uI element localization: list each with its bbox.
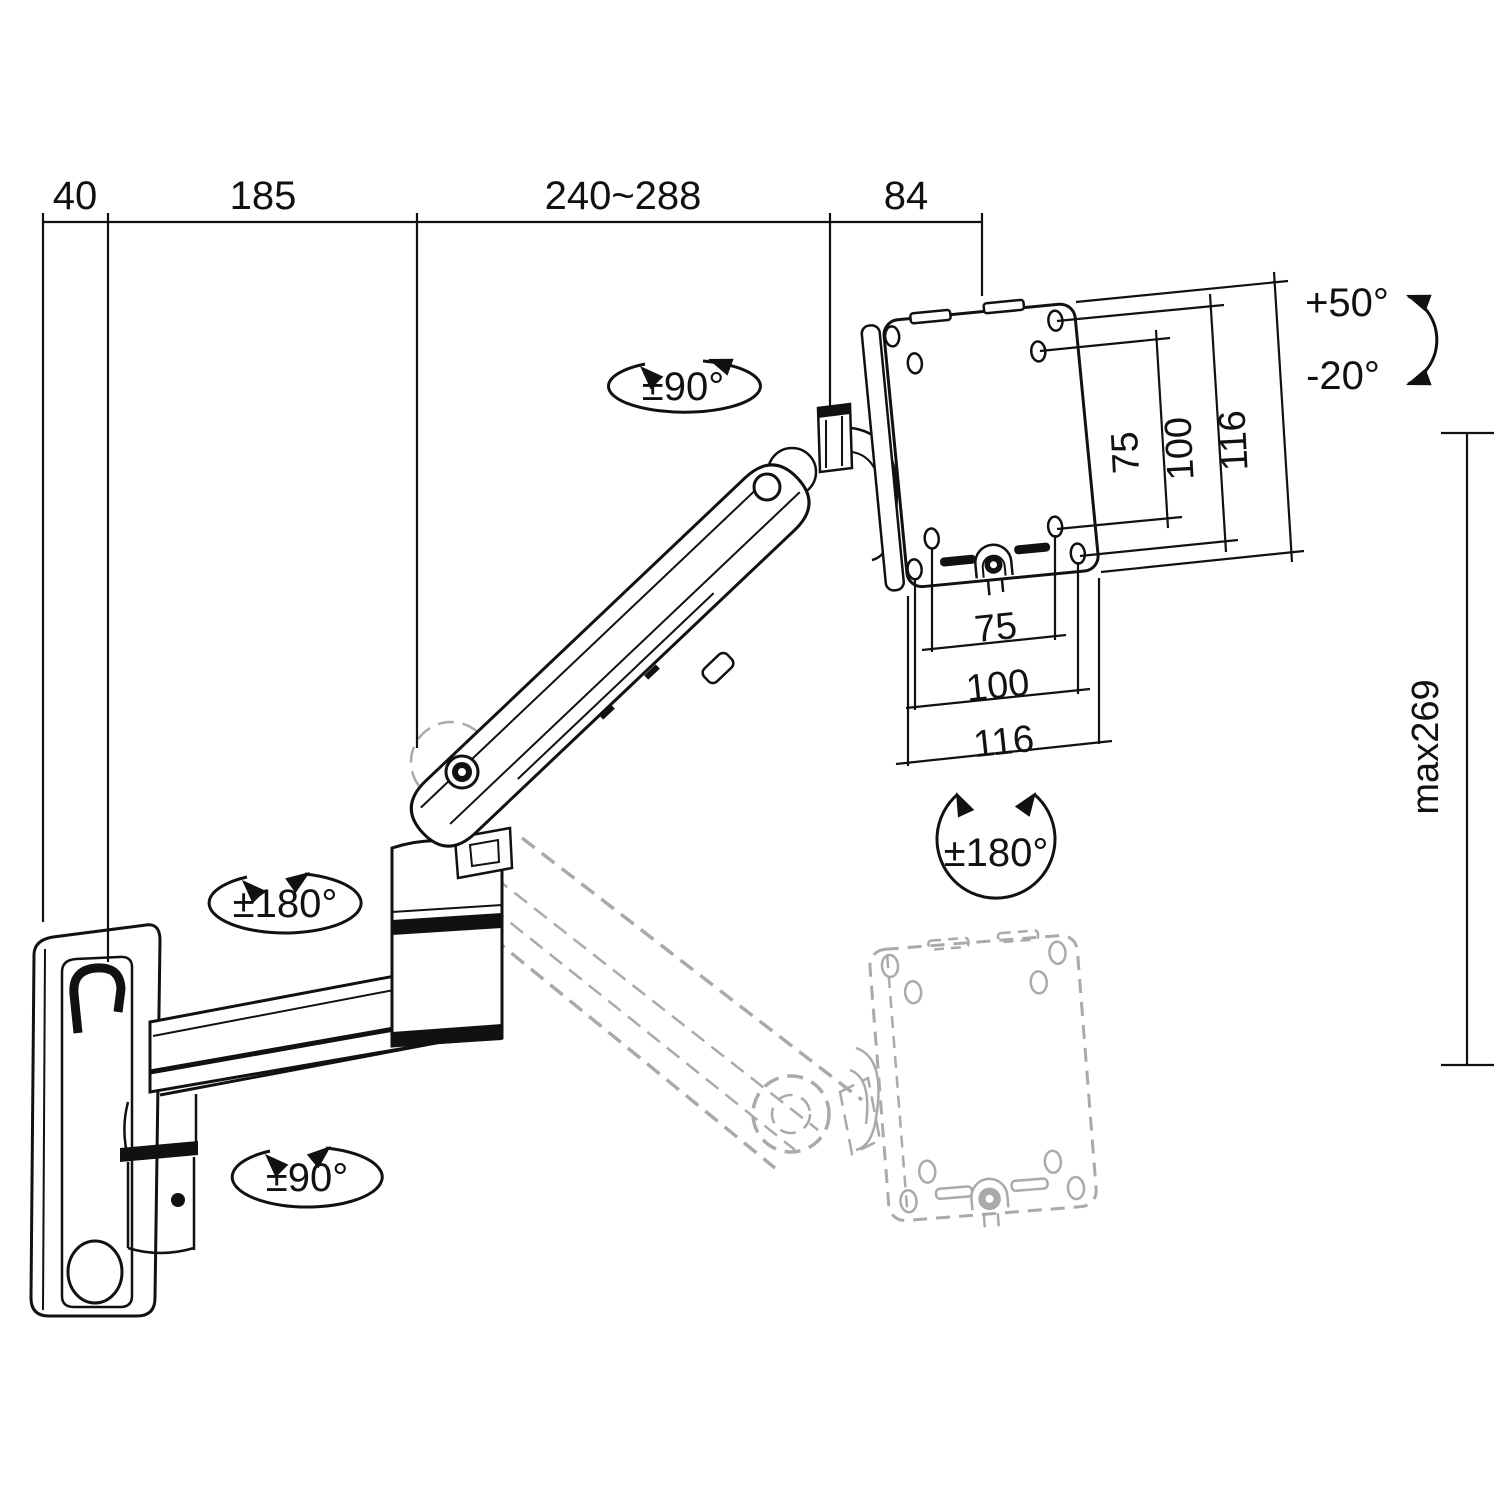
gas-spring-clip <box>701 651 735 685</box>
elbow-joint <box>390 826 514 1048</box>
dim-top-84: 84 <box>884 174 929 218</box>
dimension-labels: 40 185 240~288 84 ±90° ±180° ±90° ±180° … <box>53 174 1447 1200</box>
dim-vesa-side-75: 75 <box>1104 430 1148 474</box>
dim-top-240-288: 240~288 <box>545 174 702 218</box>
dim-vesa-bottom-100: 100 <box>964 662 1031 710</box>
dim-vesa-side-100: 100 <box>1157 416 1202 482</box>
ghost-link-curves <box>490 703 880 1152</box>
vesa-keyhole <box>974 543 1014 596</box>
top-pivot-hole <box>752 472 782 502</box>
top-swivel-ellipse <box>606 359 762 414</box>
dim-vesa-side-116: 116 <box>1211 409 1256 472</box>
dim-max-height: max269 <box>1405 679 1447 814</box>
vesa-plate-front-face <box>882 302 1100 589</box>
bracket-screw <box>171 1193 185 1207</box>
dim-top-40: 40 <box>53 174 98 218</box>
ghost-vesa-holes <box>880 940 1086 1214</box>
dim-vesa-bottom-75: 75 <box>973 605 1019 651</box>
bracket-bottom-hole <box>66 1239 124 1305</box>
arm-slot <box>644 664 660 680</box>
tilt-down-label: -20° <box>1306 354 1380 398</box>
dimension-lines <box>41 213 1494 1067</box>
rotation-label-plate: ±180° <box>944 831 1049 875</box>
arm-slot <box>599 704 615 720</box>
wall-swivel-pivot <box>120 1094 198 1255</box>
dim-top-185: 185 <box>230 174 297 218</box>
vesa-bottom-slots <box>939 542 1051 567</box>
upper-arm <box>409 463 811 848</box>
plate-rotation-circle <box>935 792 1057 900</box>
dim-vesa-bottom-116: 116 <box>971 718 1036 766</box>
vesa-plate-side-face <box>860 324 905 592</box>
tilt-arc <box>1407 294 1439 386</box>
rotation-label-top-swivel: ±90° <box>642 365 724 409</box>
ghost-vesa-plate <box>868 929 1098 1228</box>
tilt-up-label: +50° <box>1305 281 1389 325</box>
wall-swivel-ellipse <box>230 1146 384 1209</box>
elbow-ellipse <box>207 872 363 935</box>
rotation-arrowheads <box>242 294 1432 1178</box>
rotation-label-elbow: ±180° <box>233 882 338 926</box>
wall-hook <box>69 963 126 1034</box>
vesa-plate <box>860 298 1100 596</box>
ghost-keyhole <box>970 1177 1010 1228</box>
vesa-top-slots <box>909 298 1026 325</box>
wall-bracket <box>29 923 162 1318</box>
rotation-label-wall-swivel: ±90° <box>266 1156 348 1200</box>
